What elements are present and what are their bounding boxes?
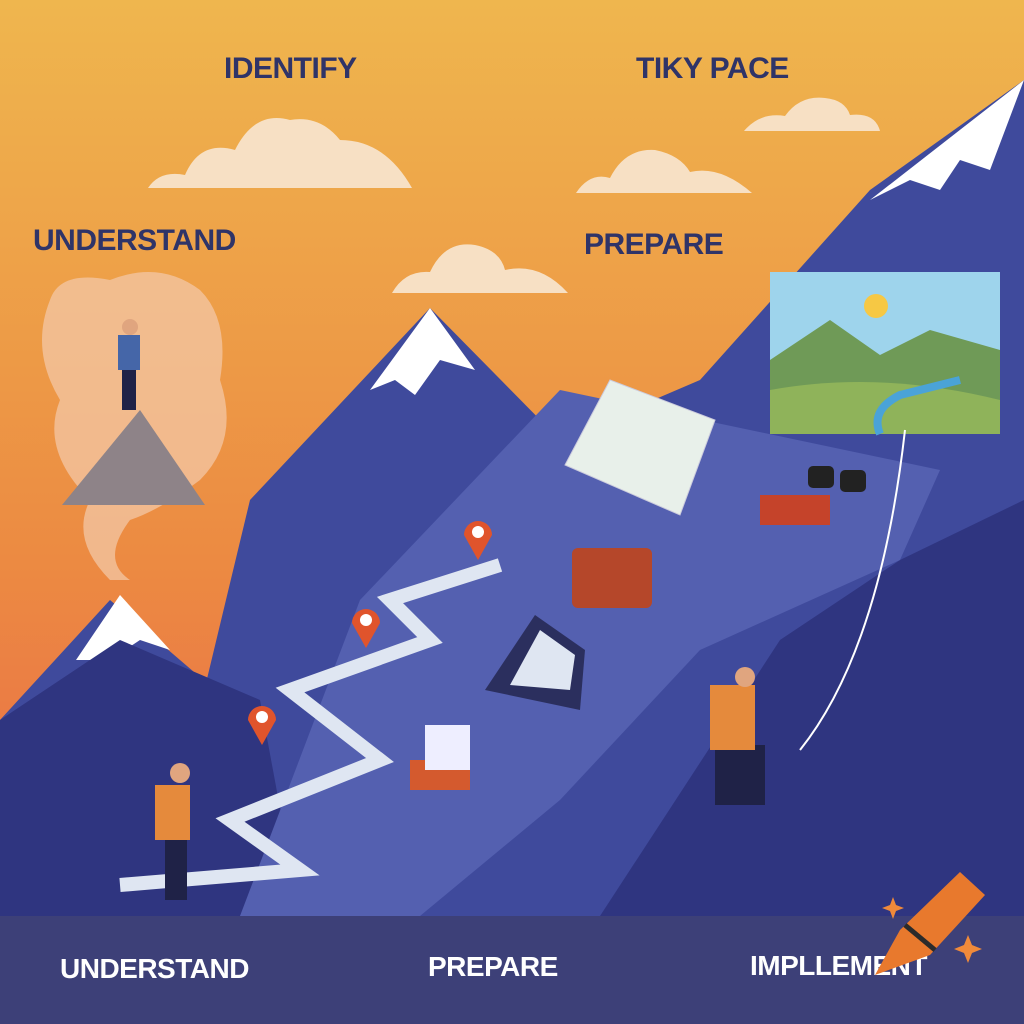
hiker-top: [118, 319, 140, 410]
footer-label-prepare: PREPARE: [428, 951, 558, 982]
footer-bar: [0, 916, 1024, 1024]
label-prepare-sky: PREPARE: [584, 228, 724, 261]
small-peak: [62, 410, 205, 505]
foreground-slope-left: [0, 640, 300, 916]
footer-label-implement: IMPLLEMENT: [750, 950, 928, 981]
snow-cap: [76, 595, 170, 660]
label-understand-sky: UNDERSTAND: [33, 224, 236, 257]
map-item: [564, 379, 716, 516]
footer-label-understand: UNDERSTAND: [60, 953, 249, 984]
snow-cap-right: [870, 80, 1024, 200]
trail-path: [119, 558, 503, 892]
hiker-bottom-left: [155, 763, 190, 900]
label-tiky-pace: TIKY PACE: [636, 52, 789, 85]
glasses-item: [808, 466, 866, 492]
label-identify: IDENTIFY: [224, 52, 357, 85]
landscape-picture: [770, 272, 1000, 436]
clouds: [148, 97, 880, 293]
location-pins: [248, 521, 492, 745]
foreground-cliff-right: [600, 500, 1024, 916]
rope-line: [799, 429, 906, 751]
suitcase-item: [572, 548, 652, 608]
hiker-right: [710, 667, 765, 805]
kit-item: [760, 495, 830, 525]
snow-cap-middle: [370, 308, 475, 395]
